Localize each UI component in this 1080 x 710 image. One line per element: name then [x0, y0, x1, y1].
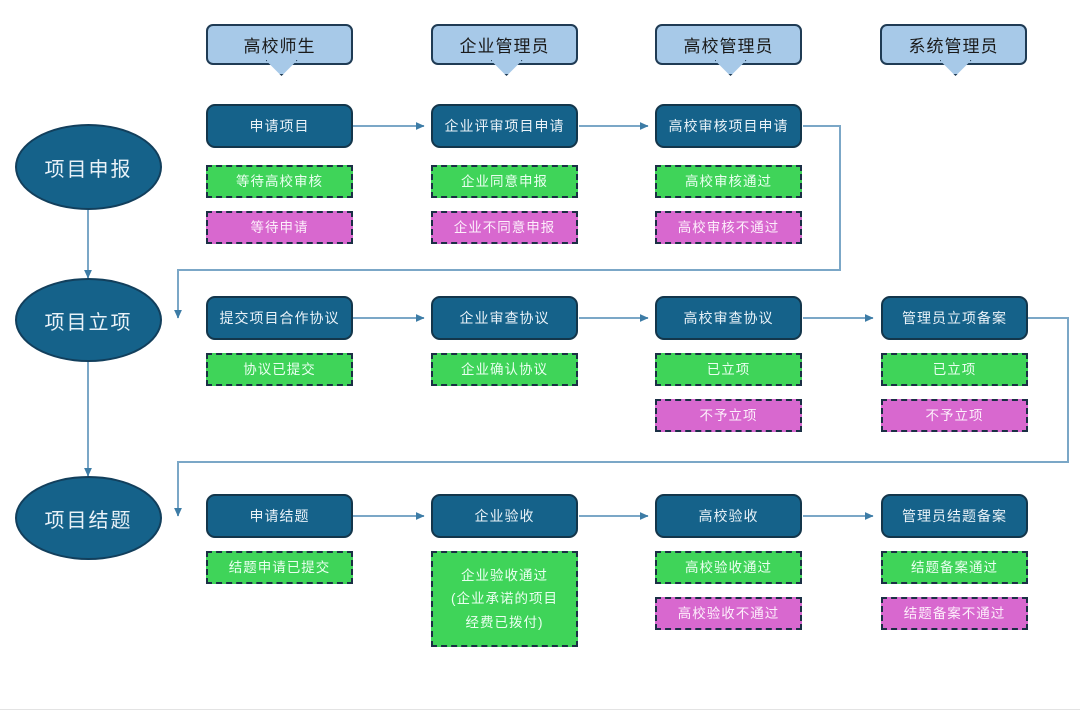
role-header-label-0: 高校师生 [243, 37, 316, 56]
status-label: 结题备案通过 [911, 559, 998, 575]
status-label: 高校验收通过 [685, 559, 772, 575]
role-header-2[interactable]: 高校管理员 [655, 24, 802, 76]
status-chip-ok[interactable]: 已立项 [881, 353, 1028, 386]
status-chip-ok-multiline[interactable]: 企业验收通过 (企业承诺的项目 经费已拨付) [431, 551, 578, 647]
process-box-enterprise-review-application[interactable]: 企业评审项目申请 [431, 104, 578, 148]
status-label: 企业确认协议 [461, 361, 548, 377]
status-label-line-3: 经费已拨付) [465, 614, 544, 630]
process-box-university-acceptance[interactable]: 高校验收 [655, 494, 802, 538]
status-chip-no[interactable]: 企业不同意申报 [431, 211, 578, 244]
process-box-submit-cooperation-agreement[interactable]: 提交项目合作协议 [206, 296, 353, 340]
process-box-apply-completion[interactable]: 申请结题 [206, 494, 353, 538]
process-label: 申请项目 [249, 118, 310, 134]
process-box-apply-project[interactable]: 申请项目 [206, 104, 353, 148]
bubble-tail-cover [715, 59, 742, 63]
status-label-line-1: 企业验收通过 [461, 567, 548, 583]
status-label: 高校审核不通过 [677, 219, 780, 235]
process-label: 高校审查协议 [683, 310, 774, 326]
process-box-enterprise-acceptance[interactable]: 企业验收 [431, 494, 578, 538]
stage-ellipse-2[interactable]: 项目结题 [15, 476, 162, 560]
bubble-tail-cover [266, 59, 293, 63]
status-label: 企业同意申报 [461, 173, 548, 189]
stage-label-2: 项目结题 [44, 509, 133, 532]
process-box-admin-project-filing[interactable]: 管理员立项备案 [881, 296, 1028, 340]
role-header-label-2: 高校管理员 [683, 37, 774, 56]
process-box-university-review-agreement[interactable]: 高校审查协议 [655, 296, 802, 340]
process-label: 企业验收 [474, 508, 535, 524]
status-chip-ok[interactable]: 结题申请已提交 [206, 551, 353, 584]
process-label: 提交项目合作协议 [219, 310, 340, 326]
status-chip-no[interactable]: 等待申请 [206, 211, 353, 244]
status-chip-no[interactable]: 高校审核不通过 [655, 211, 802, 244]
process-label: 申请结题 [249, 508, 310, 524]
process-label: 企业审查协议 [459, 310, 550, 326]
stage-ellipse-0[interactable]: 项目申报 [15, 124, 162, 210]
status-chip-ok[interactable]: 高校验收通过 [655, 551, 802, 584]
status-chip-ok[interactable]: 协议已提交 [206, 353, 353, 386]
status-label: 高校审核通过 [685, 173, 772, 189]
process-label: 高校验收 [698, 508, 759, 524]
status-chip-no[interactable]: 不予立项 [655, 399, 802, 432]
status-chip-no[interactable]: 不予立项 [881, 399, 1028, 432]
status-label: 已立项 [932, 361, 977, 377]
status-label: 企业不同意申报 [453, 219, 556, 235]
role-header-label-1: 企业管理员 [459, 37, 550, 56]
status-chip-no[interactable]: 高校验收不通过 [655, 597, 802, 630]
status-label: 不予立项 [925, 407, 984, 423]
status-label-line-2: (企业承诺的项目 [451, 591, 558, 607]
process-label: 管理员立项备案 [902, 310, 1007, 326]
bubble-tail-cover [940, 59, 967, 63]
status-chip-no[interactable]: 结题备案不通过 [881, 597, 1028, 630]
bubble-tail-cover [491, 59, 518, 63]
status-label: 等待高校审核 [236, 173, 323, 189]
process-box-university-audit-application[interactable]: 高校审核项目申请 [655, 104, 802, 148]
status-label: 结题申请已提交 [228, 559, 331, 575]
process-box-enterprise-review-agreement[interactable]: 企业审查协议 [431, 296, 578, 340]
role-header-3[interactable]: 系统管理员 [880, 24, 1027, 76]
stage-label-0: 项目申报 [44, 158, 133, 181]
status-label: 不予立项 [699, 407, 758, 423]
process-label: 企业评审项目申请 [444, 118, 565, 134]
role-header-1[interactable]: 企业管理员 [431, 24, 578, 76]
status-chip-ok[interactable]: 结题备案通过 [881, 551, 1028, 584]
process-label: 高校审核项目申请 [668, 118, 789, 134]
status-chip-ok[interactable]: 高校审核通过 [655, 165, 802, 198]
status-label: 高校验收不通过 [677, 605, 780, 621]
process-box-admin-completion-filing[interactable]: 管理员结题备案 [881, 494, 1028, 538]
stage-label-1: 项目立项 [44, 311, 133, 334]
status-label: 等待申请 [250, 219, 309, 235]
status-label: 结题备案不通过 [903, 605, 1006, 621]
process-label: 管理员结题备案 [902, 508, 1007, 524]
status-chip-ok[interactable]: 已立项 [655, 353, 802, 386]
stage-ellipse-1[interactable]: 项目立项 [15, 278, 162, 362]
status-chip-ok[interactable]: 等待高校审核 [206, 165, 353, 198]
status-chip-ok[interactable]: 企业确认协议 [431, 353, 578, 386]
status-label: 已立项 [706, 361, 751, 377]
status-chip-ok[interactable]: 企业同意申报 [431, 165, 578, 198]
role-header-0[interactable]: 高校师生 [206, 24, 353, 76]
role-header-label-3: 系统管理员 [908, 37, 999, 56]
status-label: 协议已提交 [243, 361, 316, 377]
